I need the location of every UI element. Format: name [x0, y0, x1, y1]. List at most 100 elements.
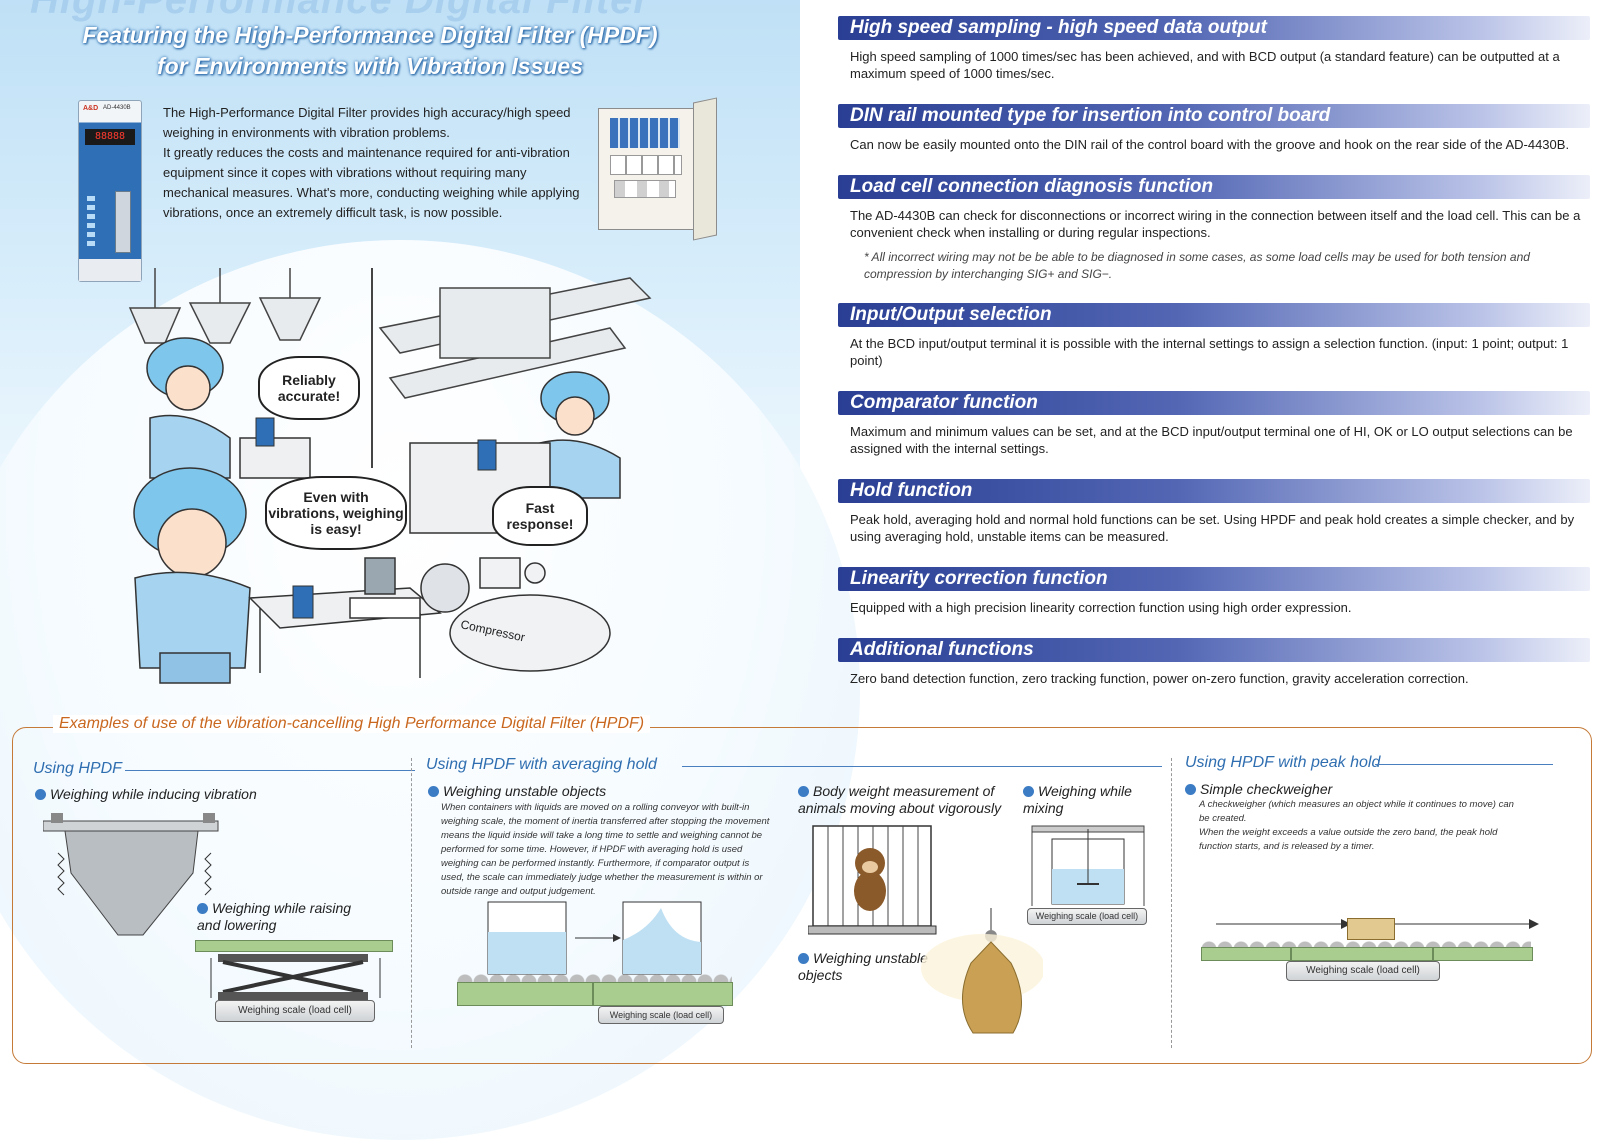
mixing-tank-illustration [1031, 825, 1145, 906]
feature-text: Peak hold, averaging hold and normal hol… [850, 512, 1575, 544]
feature-title: Additional functions [838, 638, 1590, 662]
conveyor-section [1433, 947, 1533, 961]
bullet-dot-icon [798, 953, 809, 964]
scissor-lift-icon [210, 954, 381, 1000]
feature-text: High speed sampling of 1000 times/sec ha… [850, 49, 1560, 81]
col3-description-1: A checkweigher (which measures an object… [1199, 799, 1514, 824]
factory-scene: Compressor [128, 268, 652, 684]
speech-bubble-even-with-vibrations: Even with vibrations, weighing is easy! [265, 476, 407, 550]
col2-heading-text: Using HPDF with averaging hold [426, 756, 657, 773]
page-headline: Featuring the High-Performance Digital F… [60, 20, 680, 82]
bullet-dot-icon [197, 903, 208, 914]
roller-conveyor [1201, 939, 1531, 949]
weighing-scale: Weighing scale (load cell) [1027, 908, 1147, 925]
col2-heading-rule [682, 766, 1162, 767]
checkweigher-item [1347, 918, 1395, 940]
col3-heading: Using HPDF with peak hold [1185, 754, 1565, 772]
bullet-text: Simple checkweigher [1200, 781, 1333, 797]
bullet-text: Weighing while inducing vibration [50, 786, 257, 802]
weighing-scale: Weighing scale (load cell) [1286, 961, 1440, 981]
control-cabinet-image [598, 97, 718, 241]
device-display: 88888 [85, 129, 135, 145]
bullet-dot-icon [1185, 784, 1196, 795]
intro-text: The High-Performance Digital Filter prov… [163, 103, 593, 223]
column-divider [1171, 758, 1172, 1048]
feature-title: High speed sampling - high speed data ou… [838, 16, 1590, 40]
conveyor-section [593, 982, 733, 1006]
col2-bullet-animal-weight: Body weight measurement of animals movin… [798, 783, 1013, 817]
bullet-text: Body weight measurement of animals movin… [798, 783, 1002, 816]
factory-illustration: Compressor Reliably accurate! Even with … [110, 268, 750, 708]
col3-heading-rule [1375, 764, 1553, 765]
animal-cage-illustration [808, 825, 937, 935]
bullet-dot-icon [1023, 786, 1034, 797]
speech-bubble-reliably-accurate: Reliably accurate! [258, 356, 360, 420]
device-model: AD-4430B [103, 105, 131, 111]
col1-heading: Using HPDF [33, 760, 415, 778]
feature-load-cell-diagnosis: Load cell connection diagnosis function … [838, 175, 1590, 283]
device-brand: A&D [83, 105, 99, 112]
hopper-illustration [43, 813, 219, 936]
col1-heading-rule [125, 770, 415, 771]
weighing-scale: Weighing scale (load cell) [215, 1000, 375, 1022]
intro-paragraph-2: It greatly reduces the costs and mainten… [163, 145, 580, 220]
feature-title: Comparator function [838, 391, 1590, 415]
ghost-title: High-Performance Digital Filter [30, 0, 650, 22]
feature-additional-functions: Additional functions Zero band detection… [838, 638, 1590, 687]
bullet-text: Weighing while mixing [1023, 783, 1132, 816]
feature-high-speed-sampling: High speed sampling - high speed data ou… [838, 16, 1590, 82]
bullet-text: Weighing while raising and lowering [197, 900, 352, 933]
feature-text: At the BCD input/output terminal it is p… [850, 336, 1569, 368]
col3-heading-text: Using HPDF with peak hold [1185, 754, 1381, 771]
col2-bullet-mixing: Weighing while mixing [1023, 783, 1153, 817]
device-base [79, 259, 141, 281]
feature-title: Hold function [838, 479, 1590, 503]
feature-input-output-selection: Input/Output selection At the BCD input/… [838, 303, 1590, 369]
feature-text: The AD-4430B can check for disconnection… [850, 208, 1581, 240]
col1-heading-text: Using HPDF [33, 760, 122, 777]
hanging-bag-illustration [921, 908, 1043, 1034]
col2-bullet-unstable-objects-2: Weighing unstable objects [798, 950, 938, 984]
col2-description: When containers with liquids are moved o… [441, 802, 770, 897]
feature-hold: Hold function Peak hold, averaging hold … [838, 479, 1590, 545]
bullet-dot-icon [35, 789, 46, 800]
feature-text: Can now be easily mounted onto the DIN r… [850, 137, 1570, 152]
intro-paragraph-1: The High-Performance Digital Filter prov… [163, 105, 571, 140]
weighing-scale: Weighing scale (load cell) [598, 1006, 724, 1024]
roller-conveyor [457, 972, 732, 982]
headline-line-1: Featuring the High-Performance Digital F… [82, 22, 658, 48]
feature-title: Load cell connection diagnosis function [838, 175, 1590, 199]
feature-comparator: Comparator function Maximum and minimum … [838, 391, 1590, 457]
feature-din-rail: DIN rail mounted type for insertion into… [838, 104, 1590, 153]
feature-text: Equipped with a high precision linearity… [850, 600, 1352, 615]
headline-line-2: for Environments with Vibration Issues [157, 53, 583, 79]
examples-title: Examples of use of the vibration-cancell… [53, 715, 651, 733]
bullet-text: Weighing unstable objects [798, 950, 928, 983]
liquid-containers-illustration [487, 901, 702, 975]
lift-platform [195, 940, 393, 952]
conveyor-section [1291, 947, 1433, 961]
feature-note: * All incorrect wiring may not be be abl… [864, 250, 1530, 281]
feature-title: Input/Output selection [838, 303, 1590, 327]
bullet-dot-icon [798, 786, 809, 797]
feature-linearity-correction: Linearity correction function Equipped w… [838, 567, 1590, 616]
feature-text: Maximum and minimum values can be set, a… [850, 424, 1573, 456]
device-leds [87, 196, 107, 250]
conveyor-section [457, 982, 593, 1006]
col1-bullet-inducing-vibration: Weighing while inducing vibration [35, 786, 257, 803]
feature-text: Zero band detection function, zero track… [850, 671, 1469, 686]
col2-bullet-unstable-objects: Weighing unstable objects [428, 783, 606, 800]
col1-bullet-raising-lowering: Weighing while raising and lowering [197, 900, 377, 934]
col2-heading: Using HPDF with averaging hold [426, 756, 1166, 774]
device-connector [115, 191, 131, 253]
bullet-dot-icon [428, 786, 439, 797]
feature-title: Linearity correction function [838, 567, 1590, 591]
feature-title: DIN rail mounted type for insertion into… [838, 104, 1590, 128]
column-divider [411, 758, 412, 1048]
bullet-text: Weighing unstable objects [443, 783, 607, 799]
col3-bullet-checkweigher: Simple checkweigher [1185, 781, 1332, 798]
speech-bubble-fast-response: Fast response! [492, 486, 588, 546]
col3-description-2: When the weight exceeds a value outside … [1199, 827, 1498, 852]
conveyor-section [1201, 947, 1291, 961]
examples-panel: Examples of use of the vibration-cancell… [12, 715, 1592, 1064]
